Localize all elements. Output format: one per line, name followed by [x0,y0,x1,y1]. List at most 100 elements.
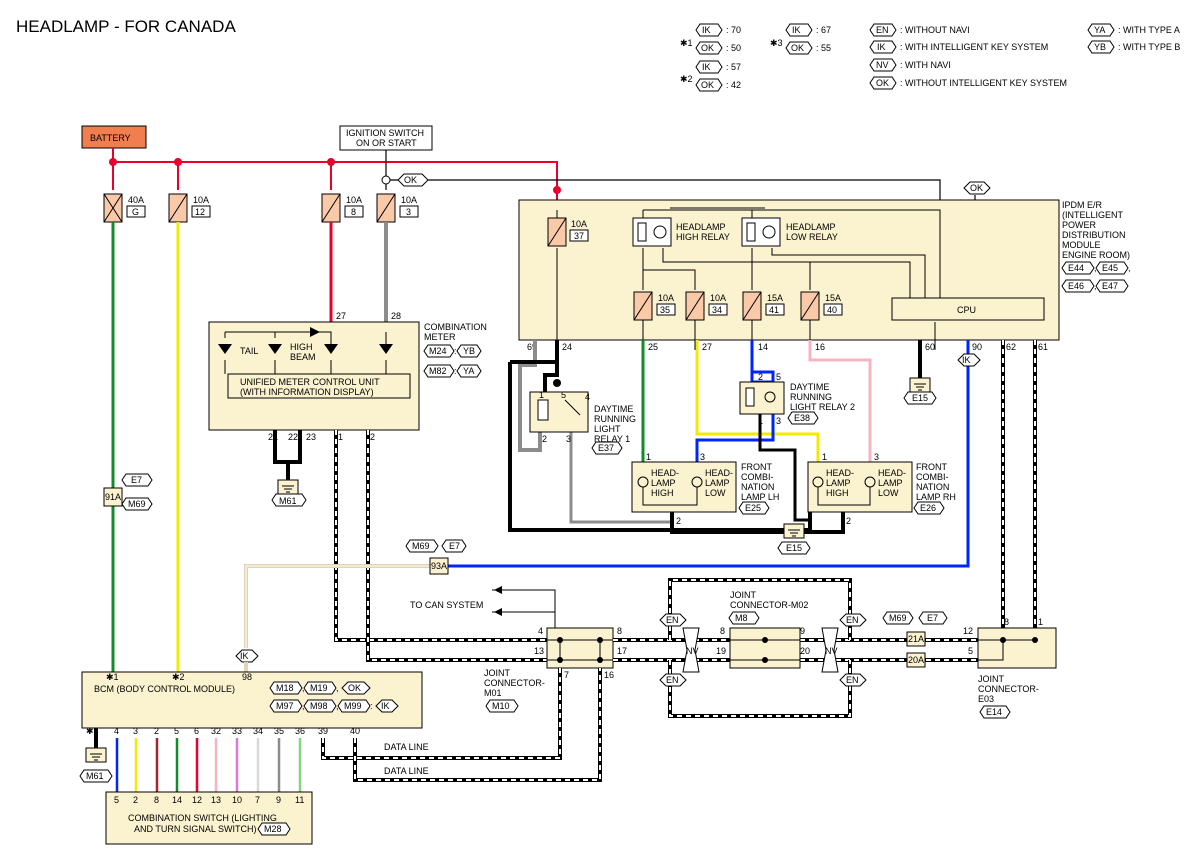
svg-text:E46: E46 [1068,281,1084,291]
svg-text:M8: M8 [735,613,748,623]
svg-text:MODULE: MODULE [1062,240,1101,250]
svg-text:,: , [302,683,305,693]
svg-text:9: 9 [276,795,281,805]
svg-text:33: 33 [232,726,242,736]
svg-text:M10: M10 [492,701,510,711]
svg-text:LAMP LH: LAMP LH [741,492,779,502]
svg-text:22: 22 [288,432,298,442]
svg-text:E15: E15 [912,393,928,403]
joint-connector-m02: 8 9 19 20 JOINT CONNECTOR-M02 M8 [716,590,810,669]
svg-text:,: , [336,683,339,693]
svg-text:27: 27 [702,342,712,352]
svg-text:M61: M61 [279,496,297,506]
svg-text:✱3: ✱3 [86,726,99,736]
svg-text::: : [370,701,373,711]
svg-text:OK: OK [701,80,714,90]
svg-text:5: 5 [174,726,179,736]
svg-text:CONNECTOR-M02: CONNECTOR-M02 [730,600,808,610]
fuse-10a-3: 10A 3 [376,193,419,223]
svg-text:E25: E25 [745,503,761,513]
svg-text:HEAD-: HEAD- [826,468,854,478]
svg-text:OK: OK [876,78,889,88]
svg-text:9: 9 [800,626,805,636]
data-line-1-label: DATA LINE [384,742,429,752]
svg-text:7: 7 [255,795,260,805]
svg-text:20A: 20A [908,655,924,665]
svg-text:M98: M98 [310,701,328,711]
svg-text:37: 37 [574,231,584,241]
svg-text:4: 4 [585,392,590,402]
svg-text:FRONT: FRONT [916,462,947,472]
svg-text:16: 16 [815,342,825,352]
svg-text:METER: METER [424,332,456,342]
svg-text:EN: EN [666,675,679,685]
svg-text:FRONT: FRONT [741,462,772,472]
svg-text:M69: M69 [412,541,430,551]
svg-text:5: 5 [561,390,566,400]
svg-text:40: 40 [827,305,837,315]
can-label: TO CAN SYSTEM [410,600,483,610]
svg-text:E26: E26 [920,503,936,513]
svg-text:: 42: : 42 [726,80,741,90]
svg-text:HIGH: HIGH [290,342,313,352]
svg-text:1: 1 [758,416,763,426]
svg-text:E7: E7 [131,475,142,485]
svg-text:✱1: ✱1 [680,38,693,48]
svg-text:20: 20 [800,646,810,656]
svg-text:HIGH: HIGH [651,488,674,498]
svg-text:21A: 21A [908,634,924,644]
svg-text:8: 8 [154,795,159,805]
svg-text:2: 2 [676,516,681,526]
svg-text:1: 1 [338,432,343,442]
svg-text:IK: IK [240,651,249,661]
svg-text:HEADLAMP: HEADLAMP [786,222,836,232]
joint-connector-m01: 4 8 13 17 7 16 JOINT CONNECTOR- M01 M10 [484,626,627,713]
svg-text:E15: E15 [786,543,802,553]
page-title: HEADLAMP - FOR CANADA [16,17,236,36]
svg-text:✱2: ✱2 [172,672,185,682]
svg-text:BEAM: BEAM [290,352,316,362]
svg-text:LAMP: LAMP [878,478,903,488]
svg-text:4: 4 [114,726,119,736]
svg-text:2: 2 [370,432,375,442]
battery-feed-wires [109,148,561,220]
svg-text:12: 12 [963,626,973,636]
svg-text:28: 28 [391,311,401,321]
svg-text:M99: M99 [344,701,362,711]
svg-text:IK: IK [381,701,390,711]
svg-text:JOINT: JOINT [978,674,1005,684]
svg-text:E7: E7 [927,613,938,623]
svg-text:EN: EN [666,615,679,625]
svg-text:34: 34 [253,726,263,736]
svg-text:1: 1 [1038,617,1043,627]
svg-text:LAMP: LAMP [826,478,851,488]
battery-label: BATTERY [90,133,131,143]
svg-text:35: 35 [660,305,670,315]
svg-text:IK: IK [702,62,711,72]
svg-text:36: 36 [295,726,305,736]
svg-text:LOW: LOW [705,488,726,498]
ipdm-er: IPDM E/R (INTELLIGENT POWER DISTRIBUTION… [518,181,1131,352]
svg-text:M69: M69 [889,613,907,623]
svg-text:E7: E7 [449,541,460,551]
svg-text:1: 1 [822,452,827,462]
svg-text:OK: OK [970,183,983,193]
svg-text:HEAD-: HEAD- [878,468,906,478]
svg-text:CPU: CPU [957,305,976,315]
svg-text:HIGH: HIGH [826,488,849,498]
svg-text:COMBINATION: COMBINATION [424,322,487,332]
svg-text:LAMP RH: LAMP RH [916,492,956,502]
svg-text:DAYTIME: DAYTIME [790,382,829,392]
svg-text:IK: IK [877,42,886,52]
front-combination-lamp-rh: HEAD- LAMP HIGH HEAD- LAMP LOW 1 3 2 FRO… [807,452,956,526]
svg-text:13: 13 [211,795,221,805]
svg-text:OK: OK [348,683,361,693]
svg-text:19: 19 [716,646,726,656]
svg-text:(INTELLIGENT: (INTELLIGENT [1062,210,1124,220]
svg-text:17: 17 [617,646,627,656]
svg-text:M19: M19 [310,683,328,693]
svg-text:5: 5 [968,646,973,656]
svg-text:RUNNING: RUNNING [790,392,832,402]
svg-text:2: 2 [758,372,763,382]
svg-text:: WITH TYPE B: : WITH TYPE B [1118,42,1180,52]
